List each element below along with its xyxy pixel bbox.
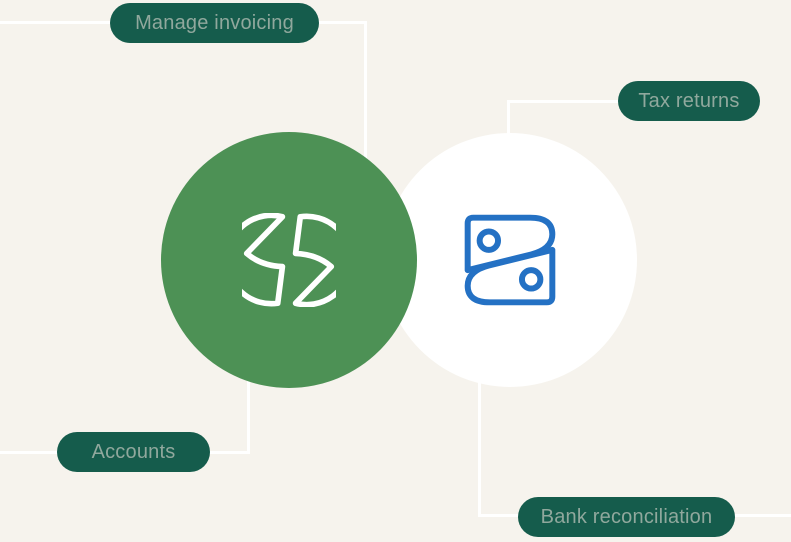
label-text-tax-returns: Tax returns bbox=[638, 90, 740, 112]
zoho-books-icon bbox=[464, 214, 556, 306]
connector-line-bank-reconciliation-right bbox=[735, 514, 791, 517]
connector-line-bank-reconciliation-vertical bbox=[478, 378, 481, 517]
connector-line-manage-invoicing-left bbox=[0, 21, 110, 24]
label-pill-bank-reconciliation: Bank reconciliation bbox=[518, 497, 735, 537]
label-pill-tax-returns: Tax returns bbox=[618, 81, 760, 121]
label-text-accounts: Accounts bbox=[91, 441, 176, 463]
white-logo-circle bbox=[383, 133, 637, 387]
connector-line-accounts-vertical bbox=[247, 376, 250, 454]
label-pill-accounts: Accounts bbox=[57, 432, 210, 472]
green-logo-circle bbox=[161, 132, 417, 388]
connector-line-accounts-left bbox=[0, 451, 57, 454]
connector-line-accounts-horizontal bbox=[210, 451, 250, 454]
label-text-bank-reconciliation: Bank reconciliation bbox=[540, 506, 713, 528]
connector-line-tax-returns-vertical bbox=[507, 100, 510, 145]
label-text-manage-invoicing: Manage invoicing bbox=[135, 12, 294, 34]
connector-line-bank-reconciliation-horizontal bbox=[481, 514, 518, 517]
coin-lightning-icon bbox=[242, 213, 336, 307]
connector-line-manage-invoicing-vertical bbox=[364, 21, 367, 171]
connector-line-tax-returns-horizontal bbox=[507, 100, 618, 103]
connector-line-manage-invoicing-horizontal bbox=[319, 21, 367, 24]
label-pill-manage-invoicing: Manage invoicing bbox=[110, 3, 319, 43]
